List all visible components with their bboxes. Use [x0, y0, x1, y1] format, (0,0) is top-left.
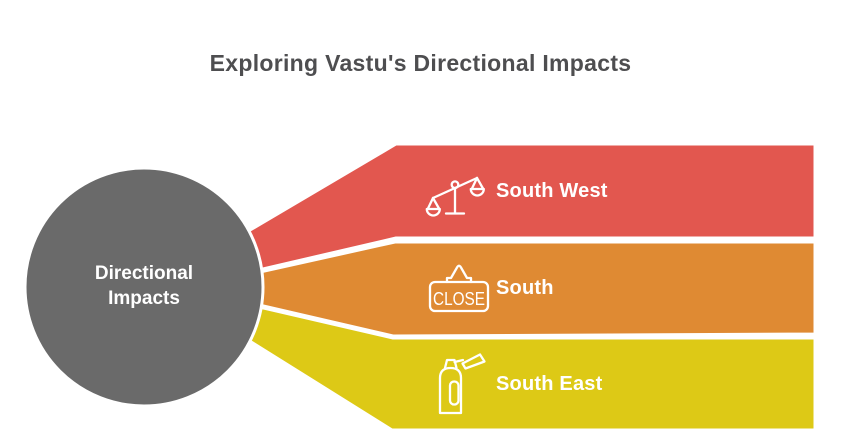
hub-label-container: Directional Impacts	[24, 167, 264, 407]
banner-label-south-east: South East	[496, 373, 603, 395]
banner-label-south: South	[496, 277, 554, 299]
fire-extinguisher-icon	[438, 353, 486, 415]
balance-scale-icon	[425, 176, 485, 217]
banner-label-south-west: South West	[496, 180, 608, 202]
hub-circle	[23, 166, 265, 408]
hub-label: Directional Impacts	[94, 263, 194, 309]
close-sign-text: CLOSE	[433, 288, 485, 309]
infographic-title: Exploring Vastu's Directional Impacts	[209, 50, 632, 76]
close-sign-icon: CLOSE	[428, 264, 490, 313]
